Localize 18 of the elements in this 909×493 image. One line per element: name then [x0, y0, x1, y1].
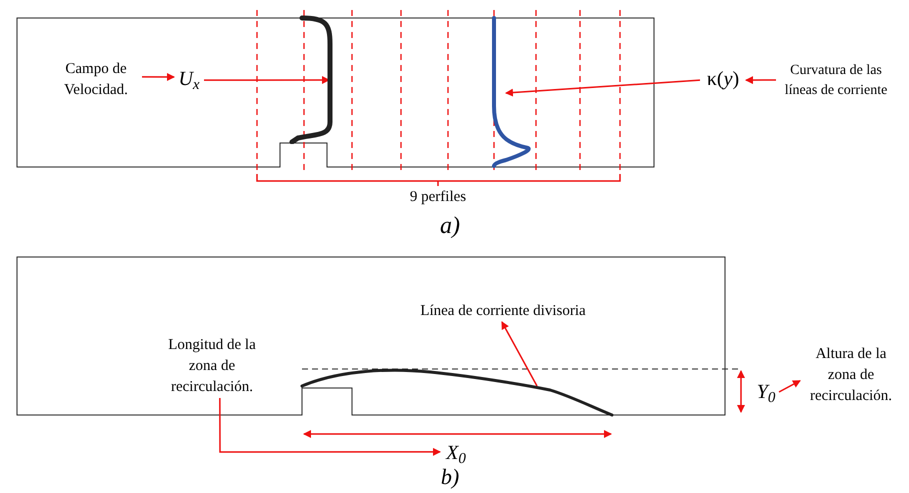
arrow: [204, 76, 330, 84]
arrow: [505, 79, 700, 97]
annotation-text: Línea de corriente divisoria: [420, 302, 586, 321]
arrow: [142, 73, 175, 82]
symbol-label: U$_{x}$: [178, 67, 200, 94]
annotation-text: Longitud de la zona de recirculación.: [167, 336, 257, 396]
arrow: [501, 321, 538, 386]
bracket-label: 9 perfiles: [408, 188, 468, 207]
annotation-text: Curvatura de las líneas de corriente: [784, 62, 888, 100]
arrow: [219, 398, 441, 456]
arrow: [778, 380, 801, 393]
annotation-text: Campo de Velocidad.: [63, 60, 129, 100]
arrow: [745, 76, 776, 84]
panel-label: a): [439, 212, 461, 241]
symbol-label: Y$_{0}$: [756, 380, 776, 407]
annotation-text: Altura de la zona de recirculación.: [808, 344, 894, 406]
symbol-label: κ(y): [706, 67, 740, 92]
dividing-streamline-curve: [300, 366, 616, 418]
